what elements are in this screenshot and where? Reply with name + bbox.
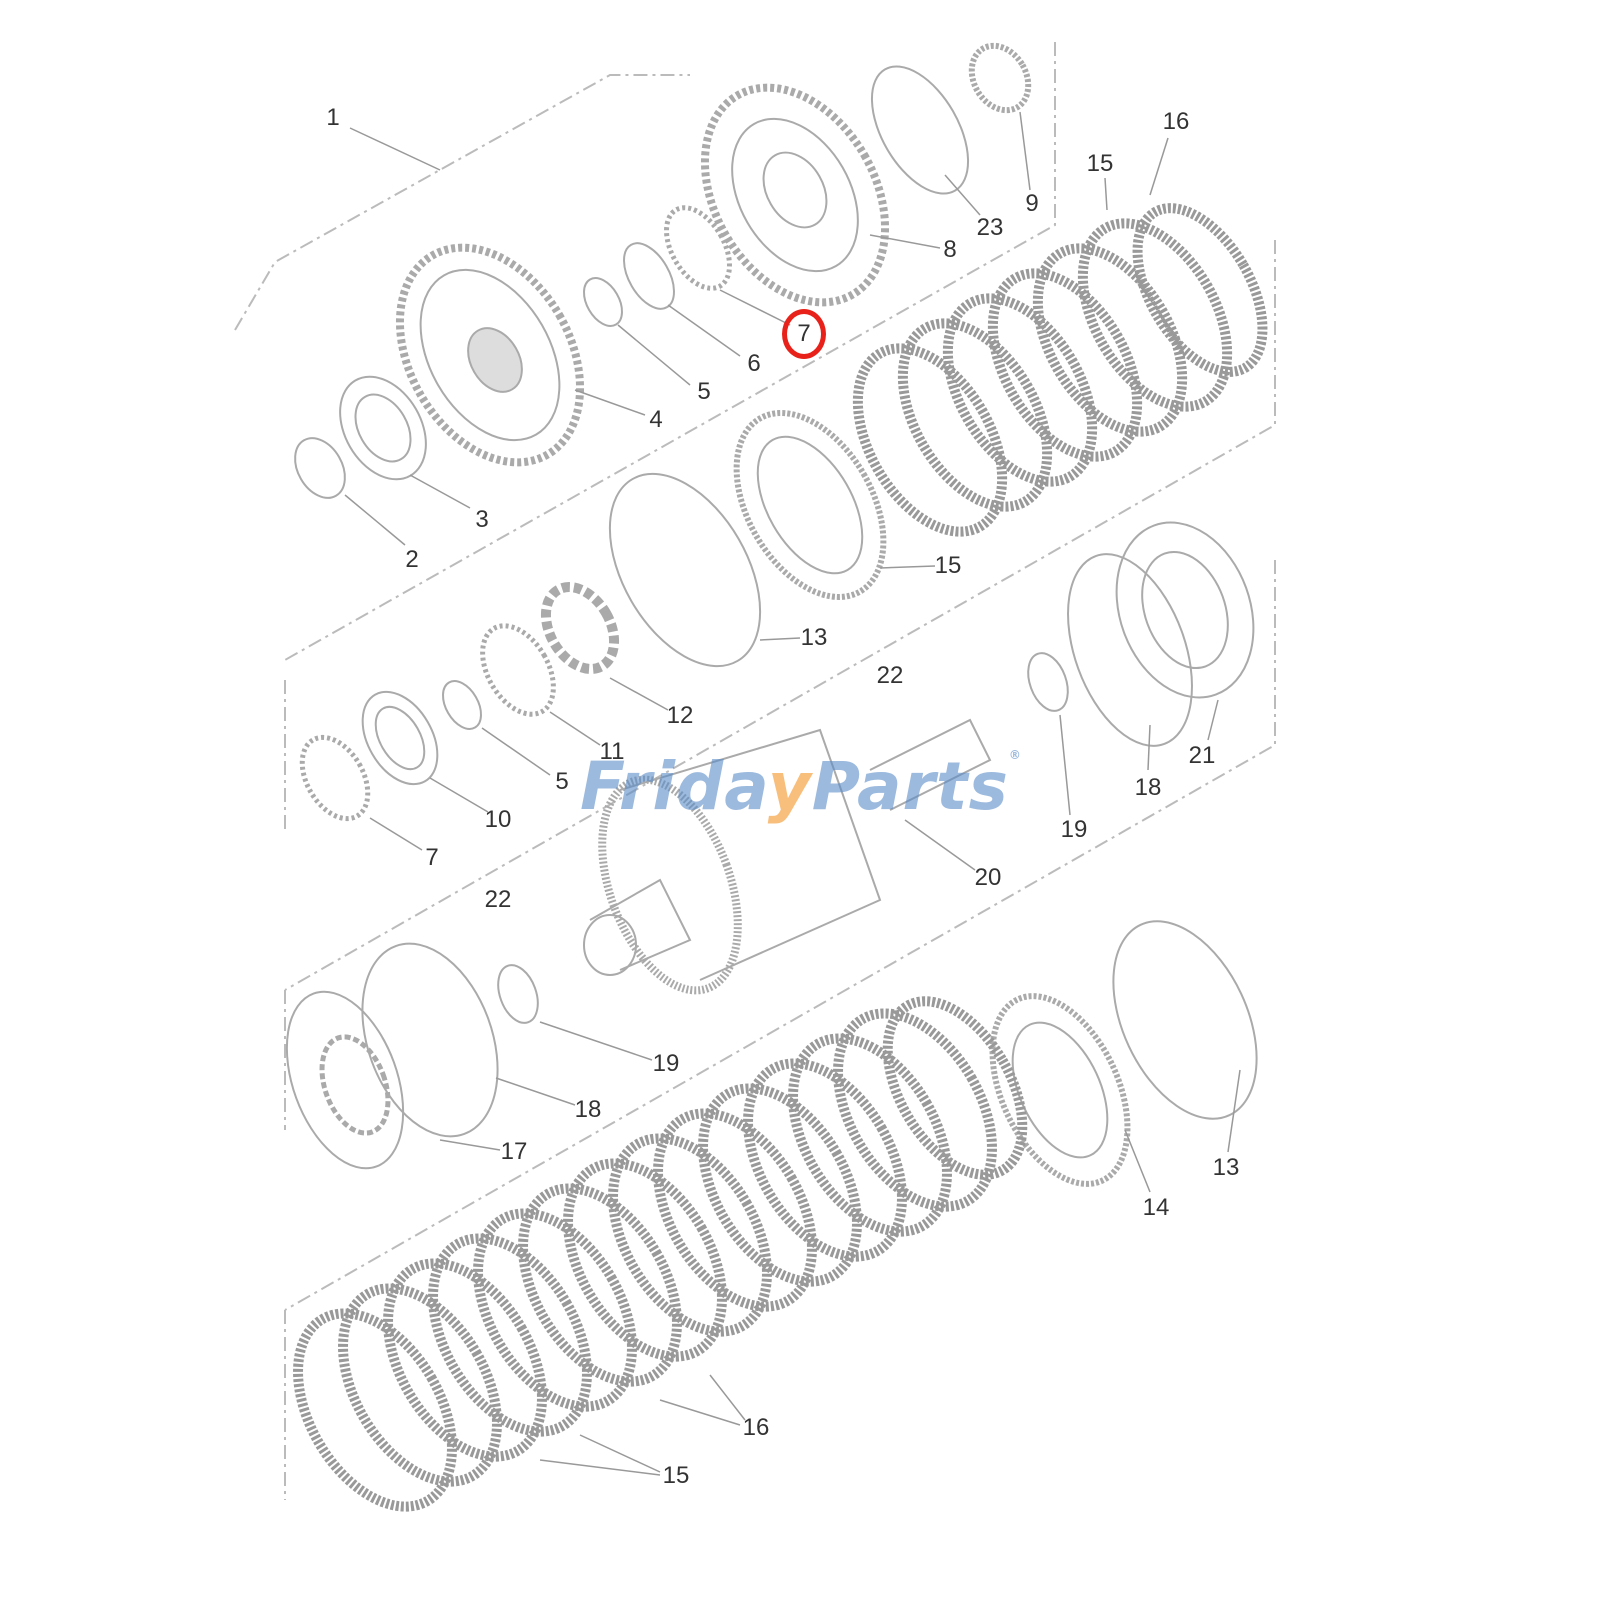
part-18-ring-mid	[1067, 553, 1193, 747]
callout-7-highlighted[interactable]: 7	[797, 320, 811, 347]
part-11-bearing	[480, 623, 556, 717]
leader-lines	[344, 111, 1241, 1476]
callout-8[interactable]: 8	[943, 236, 957, 263]
callout-13-mid[interactable]: 13	[800, 624, 828, 651]
callout-18-mid[interactable]: 18	[1134, 774, 1162, 801]
part-21-piston	[1115, 521, 1255, 699]
callout-15-lower[interactable]: 15	[662, 1462, 690, 1489]
callout-3[interactable]: 3	[475, 506, 489, 533]
watermark-text-left: Frida	[580, 748, 768, 825]
callout-5[interactable]: 5	[697, 378, 711, 405]
callout-9[interactable]: 9	[1025, 190, 1039, 217]
callout-22-top[interactable]: 22	[876, 662, 904, 689]
callout-10[interactable]: 10	[484, 806, 512, 833]
callout-19-lower[interactable]: 19	[652, 1050, 680, 1077]
part-7-thrust-bearing-mid	[299, 734, 371, 822]
callout-1[interactable]: 1	[326, 104, 340, 131]
callout-7-mid[interactable]: 7	[425, 844, 439, 871]
part-2-ring	[294, 437, 346, 499]
friday-parts-watermark: FridayParts®	[580, 748, 1022, 825]
callout-4[interactable]: 4	[649, 406, 663, 433]
part-3-bearing	[339, 375, 427, 481]
callout-12[interactable]: 12	[666, 702, 694, 729]
callout-11[interactable]: 11	[599, 738, 625, 765]
callout-14[interactable]: 14	[1142, 1194, 1170, 1221]
part-6-ring	[623, 242, 675, 310]
part-17-piston	[285, 990, 405, 1170]
checkmark-icon: y	[767, 748, 812, 825]
part-19-ring-lower	[497, 964, 539, 1024]
callout-17[interactable]: 17	[500, 1138, 528, 1165]
callout-2[interactable]: 2	[405, 546, 419, 573]
callout-13-lower[interactable]: 13	[1212, 1154, 1240, 1181]
highlight-circle	[782, 309, 826, 359]
callout-5-mid[interactable]: 5	[555, 768, 569, 795]
part-4-gear	[395, 243, 585, 467]
part-15-disc	[733, 410, 887, 600]
part-12-spline	[540, 582, 620, 674]
callout-21[interactable]: 21	[1188, 742, 1216, 769]
callout-6[interactable]: 6	[747, 350, 761, 377]
part-20-drum-shaft	[583, 718, 992, 995]
registered-mark: ®	[1008, 748, 1022, 762]
callout-15-mid[interactable]: 15	[934, 552, 962, 579]
part-9-needle-bearing	[968, 42, 1032, 114]
callout-20[interactable]: 20	[974, 864, 1002, 891]
callout-15-top[interactable]: 15	[1086, 150, 1114, 177]
callout-19-mid[interactable]: 19	[1060, 816, 1088, 843]
callout-16-top[interactable]: 16	[1162, 108, 1190, 135]
callout-22-lower[interactable]: 22	[484, 886, 512, 913]
part-19-ring-mid	[1027, 652, 1069, 712]
part-7-thrust-bearing	[664, 205, 732, 291]
part-5-ring-mid	[442, 680, 482, 730]
part-8-gear	[700, 83, 890, 307]
part-5-ring	[583, 277, 623, 327]
part-14-plate	[989, 993, 1131, 1187]
callout-16-lower[interactable]: 16	[742, 1414, 770, 1441]
part-18-ring-lower	[361, 942, 499, 1138]
part-23-ring	[870, 65, 970, 195]
part-13-snap-ring-lower	[1112, 920, 1258, 1120]
callout-23[interactable]: 23	[976, 214, 1004, 241]
callout-18-lower[interactable]: 18	[574, 1096, 602, 1123]
part-13-snap-ring	[608, 472, 762, 668]
upper-frame	[234, 42, 1276, 1500]
part-10-washer	[361, 690, 439, 786]
upper-clutch-pack	[852, 203, 1268, 537]
lower-clutch-pack	[293, 996, 1028, 1512]
watermark-text-right: Parts	[811, 748, 1009, 825]
